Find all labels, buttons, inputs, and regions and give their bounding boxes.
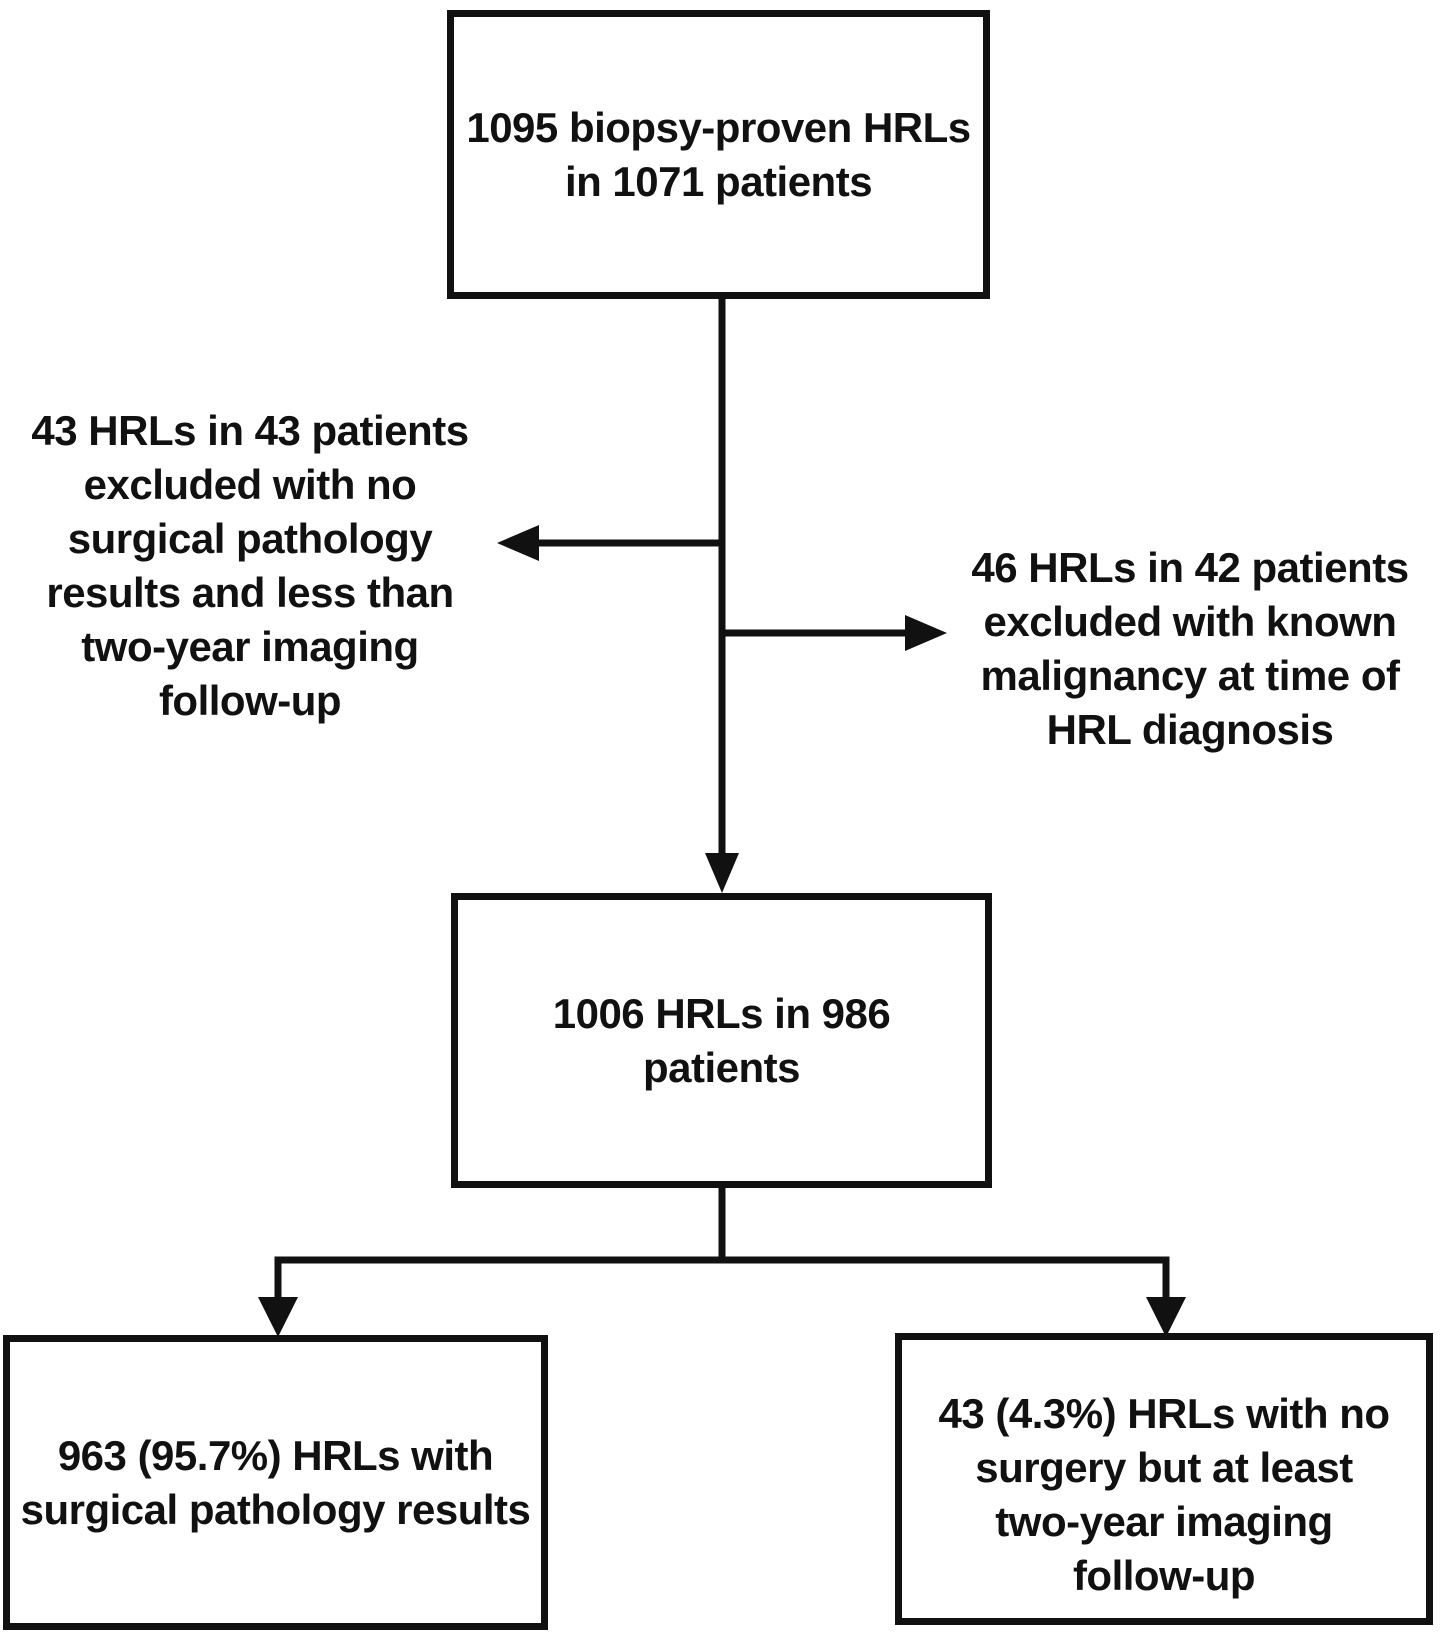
- left-arrowhead-exclusion-icon: [497, 525, 539, 561]
- right-arrowhead-exclusion-icon: [905, 615, 947, 651]
- node-included-cohort-box: 1006 HRLs in 986 patients: [451, 893, 992, 1188]
- node-surgical-pathology-text: 963 (95.7%) HRLs with surgical pathology…: [20, 1431, 531, 1533]
- down-arrowhead-into-surgical-icon: [258, 1297, 298, 1337]
- node-initial-cohort-box: 1095 biopsy-proven HRLs in 1071 patients: [447, 10, 990, 299]
- down-arrowhead-into-included-icon: [705, 853, 739, 893]
- node-no-surgery-followup-text: 43 (4.3%) HRLs with no surgery but at le…: [938, 1390, 1390, 1599]
- node-no-surgery-followup-box: 43 (4.3%) HRLs with no surgery but at le…: [895, 1333, 1433, 1625]
- node-left-exclusion-text: 43 HRLs in 43 patients excluded with no …: [31, 407, 469, 724]
- down-arrowhead-into-nosurgery-icon: [1146, 1297, 1186, 1337]
- node-initial-cohort-text: 1095 biopsy-proven HRLs in 1071 patients: [466, 103, 971, 205]
- node-included-cohort-text: 1006 HRLs in 986 patients: [552, 989, 891, 1091]
- node-right-exclusion-text: 46 HRLs in 42 patients excluded with kno…: [971, 544, 1409, 753]
- node-surgical-pathology-box: 963 (95.7%) HRLs with surgical pathology…: [3, 1335, 548, 1630]
